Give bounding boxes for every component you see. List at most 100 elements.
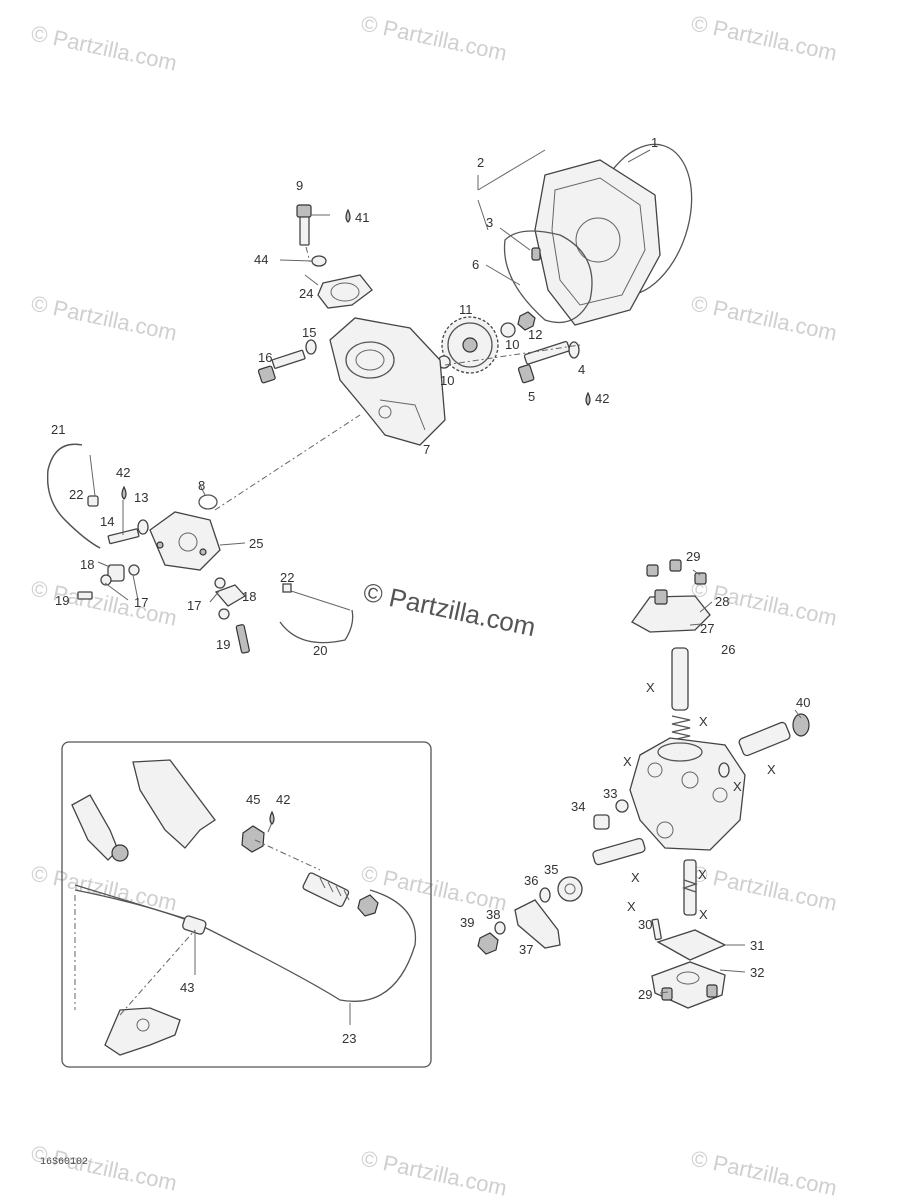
oil-drop-icon bbox=[121, 485, 127, 500]
callout-42: 42 bbox=[116, 465, 130, 480]
watermark: © Partzilla.com bbox=[359, 1145, 509, 1200]
inner-seal bbox=[503, 230, 593, 324]
callout-37: 37 bbox=[519, 942, 533, 957]
callout-12: 12 bbox=[528, 327, 542, 342]
callout-11: 11 bbox=[459, 302, 473, 317]
callout-31: 31 bbox=[750, 938, 764, 953]
callout-33: 33 bbox=[603, 786, 617, 801]
callout-8: 8 bbox=[198, 478, 205, 493]
callout-3: 3 bbox=[486, 215, 493, 230]
callout-44: 44 bbox=[254, 252, 268, 267]
callout-42: 42 bbox=[276, 792, 290, 807]
oil-pump-group bbox=[46, 443, 354, 654]
oil-drop-icon bbox=[269, 810, 275, 825]
callout-34: 34 bbox=[571, 799, 585, 814]
bolt-5 bbox=[517, 340, 571, 384]
callout-9: 9 bbox=[296, 178, 303, 193]
callout-26: 26 bbox=[721, 642, 735, 657]
callout-16: 16 bbox=[258, 350, 272, 365]
x-mark: X bbox=[627, 899, 636, 914]
callout-21: 21 bbox=[51, 422, 65, 437]
callout-17: 17 bbox=[134, 595, 148, 610]
x-mark: X bbox=[699, 714, 708, 729]
callout-18: 18 bbox=[242, 589, 256, 604]
pump-housing bbox=[329, 317, 446, 446]
watermark: © Partzilla.com bbox=[359, 10, 509, 65]
washer-15 bbox=[305, 339, 317, 355]
callout-10: 10 bbox=[505, 337, 519, 352]
watermark: © Partzilla.com bbox=[29, 1140, 179, 1195]
leader-lines bbox=[89, 149, 802, 1025]
callout-18: 18 bbox=[80, 557, 94, 572]
callout-45: 45 bbox=[246, 792, 260, 807]
callout-41: 41 bbox=[355, 210, 369, 225]
callout-19: 19 bbox=[216, 637, 230, 652]
x-marks: X X X X X X X X X bbox=[623, 680, 776, 922]
callout-39: 39 bbox=[460, 915, 474, 930]
dowel-pin bbox=[531, 247, 541, 261]
callout-22: 22 bbox=[280, 570, 294, 585]
flange-gasket bbox=[317, 274, 373, 309]
x-mark: X bbox=[733, 779, 742, 794]
callout-43: 43 bbox=[180, 980, 194, 995]
callout-29: 29 bbox=[686, 549, 700, 564]
callout-17: 17 bbox=[187, 598, 201, 613]
callout-20: 20 bbox=[313, 643, 327, 658]
x-mark: X bbox=[699, 907, 708, 922]
callout-42: 42 bbox=[595, 391, 609, 406]
washer bbox=[500, 322, 516, 338]
callout-32: 32 bbox=[750, 965, 764, 980]
callout-24: 24 bbox=[299, 286, 313, 301]
callout-25: 25 bbox=[249, 536, 263, 551]
oil-drop-icon-group bbox=[121, 208, 591, 825]
callout-28: 28 bbox=[715, 594, 729, 609]
oil-drop-icon bbox=[585, 391, 591, 406]
callout-10: 10 bbox=[440, 373, 454, 388]
drive-gear bbox=[441, 316, 499, 374]
injection-pump-group bbox=[477, 559, 810, 1009]
watermark: © Partzilla.com bbox=[29, 290, 179, 345]
drawing-code: 16S60102 bbox=[40, 1157, 88, 1168]
callout-29: 29 bbox=[638, 987, 652, 1002]
callout-6: 6 bbox=[472, 257, 479, 272]
callout-14: 14 bbox=[100, 514, 114, 529]
washer-4 bbox=[568, 341, 580, 359]
throttle-cable-group bbox=[71, 759, 417, 1056]
callout-35: 35 bbox=[544, 862, 558, 877]
bolt-16 bbox=[257, 349, 306, 384]
callout-30: 30 bbox=[638, 917, 652, 932]
callout-1: 1 bbox=[651, 135, 658, 150]
callout-22: 22 bbox=[69, 487, 83, 502]
center-watermark: © Partzilla.com bbox=[361, 577, 539, 643]
x-mark: X bbox=[623, 754, 632, 769]
rotary-valve-cover-group bbox=[477, 143, 693, 326]
watermark: © Partzilla.com bbox=[689, 860, 839, 915]
callout-13: 13 bbox=[134, 490, 148, 505]
x-mark: X bbox=[698, 867, 707, 882]
callout-7: 7 bbox=[423, 442, 430, 457]
washer-44 bbox=[311, 255, 327, 267]
callout-36: 36 bbox=[524, 873, 538, 888]
x-mark: X bbox=[767, 762, 776, 777]
watermark: © Partzilla.com bbox=[689, 10, 839, 65]
watermark: © Partzilla.com bbox=[689, 1145, 839, 1200]
callout-2: 2 bbox=[477, 155, 484, 170]
oil-drop-icon bbox=[345, 208, 351, 223]
callout-4: 4 bbox=[578, 362, 585, 377]
x-mark: X bbox=[631, 870, 640, 885]
x-mark: X bbox=[646, 680, 655, 695]
callout-38: 38 bbox=[486, 907, 500, 922]
watermark: © Partzilla.com bbox=[29, 20, 179, 75]
callout-19: 19 bbox=[55, 593, 69, 608]
watermark: © Partzilla.com bbox=[29, 860, 179, 915]
callout-27: 27 bbox=[700, 621, 714, 636]
callout-5: 5 bbox=[528, 389, 535, 404]
cable-inset-frame bbox=[61, 741, 432, 1068]
watermark: © Partzilla.com bbox=[689, 290, 839, 345]
callout-40: 40 bbox=[796, 695, 810, 710]
bolt-9 bbox=[296, 204, 312, 246]
nut bbox=[517, 311, 536, 331]
callout-labels: 1 2 3 4 5 6 7 8 9 10 10 11 12 13 14 15 1… bbox=[51, 135, 810, 1046]
callout-23: 23 bbox=[342, 1031, 356, 1046]
